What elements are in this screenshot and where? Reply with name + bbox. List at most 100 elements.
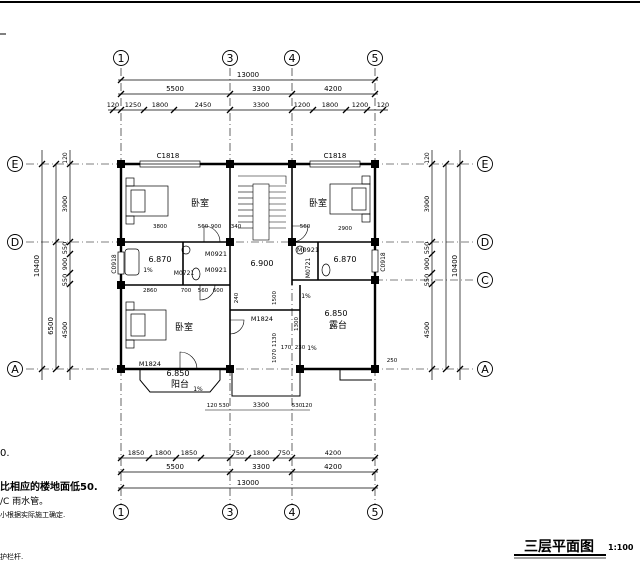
room-label-bedroom: 卧室	[191, 197, 209, 209]
balcony-outline	[139, 369, 372, 397]
balcony-dim: 120	[302, 403, 313, 409]
column	[117, 281, 125, 289]
title-text: 三层平面图	[524, 539, 594, 555]
stair-well	[252, 183, 270, 241]
dim-bottom-detail: 1800	[253, 449, 270, 457]
windows	[117, 160, 379, 275]
dim-top-detail: 1200	[294, 101, 311, 109]
elevation: 6.870	[334, 255, 357, 264]
dim-right-seg: 900	[423, 258, 431, 270]
note-line: 0.	[0, 448, 10, 459]
dim-top-detail: 3300	[253, 101, 270, 109]
bed-pillow	[130, 313, 146, 337]
axis-bubble-left-D	[7, 234, 23, 250]
washbasin	[295, 245, 305, 255]
room-label-balcony: 阳台	[171, 378, 189, 390]
balcony-dimension-texts: 120 530 3300 530 120	[207, 401, 313, 409]
axis-label-right-E: E	[482, 158, 489, 171]
nightstand	[361, 175, 371, 185]
dim-top-detail: 1250	[125, 101, 142, 109]
bed-northwest	[125, 185, 169, 217]
right-dimension-lines	[428, 150, 464, 380]
note-line: 比相应的楼地面低50.	[0, 482, 98, 493]
bottom-dimension-texts: 1850 1800 1850 750 1800 750 4200 5500 33…	[128, 449, 342, 487]
interior-dim: 600	[213, 288, 224, 294]
dim-bottom-detail: 4200	[325, 449, 342, 457]
column	[226, 365, 234, 373]
exterior-walls	[119, 162, 377, 371]
door-swing	[291, 225, 309, 243]
elevation: 6.850	[325, 309, 348, 318]
slope-mark: 1%	[301, 293, 311, 300]
interior-dim: 230	[295, 345, 306, 351]
door-tag: M0921	[205, 250, 227, 258]
balcony-east	[339, 369, 372, 381]
axis-label-bottom-4: 4	[289, 506, 296, 519]
door-swing	[199, 284, 216, 301]
interior-walls	[121, 164, 375, 369]
window-tag: C1818	[324, 152, 347, 160]
dim-left-group: 6500	[47, 317, 55, 335]
dim-bottom-detail: 750	[232, 449, 244, 457]
dim-top-span: 3300	[252, 85, 270, 93]
interior-dim: 250	[387, 358, 398, 364]
grid-bubbles: 1 3 4 5 1 3 4 5 E D A E D C A	[7, 50, 493, 520]
axis-bubble-right-C	[477, 272, 493, 288]
slope-labels: 1% 1% 1% 1%	[143, 267, 317, 393]
axis-bubble-left-E	[7, 156, 23, 172]
dim-top-detail: 1800	[322, 101, 339, 109]
dim-left-seg: 4500	[61, 322, 69, 339]
washbasin	[181, 245, 191, 255]
dim-right-group: 10400	[451, 255, 459, 277]
furniture	[124, 175, 371, 349]
bed-pillow	[130, 189, 146, 213]
left-dimension-texts: 3900 550 900 550 4500 10400 6500 120	[33, 152, 69, 338]
door-tag: M0721	[305, 258, 312, 279]
dim-right-seg: 550	[423, 274, 431, 286]
axis-bubble-bottom-5	[367, 504, 383, 520]
dim-left-seg: 900	[61, 258, 69, 270]
axis-label-left-D: D	[11, 236, 19, 249]
interior-dim: 170	[281, 345, 292, 351]
slope-mark: 1%	[143, 267, 153, 274]
door-tag: M0921	[297, 246, 319, 254]
balcony-dim: 120	[207, 403, 218, 409]
interior-dim: 240	[234, 292, 240, 303]
dim-bottom-detail: 1800	[155, 449, 172, 457]
axis-bubble-bottom-1	[113, 504, 129, 520]
elevation: 6.870	[149, 255, 172, 264]
nightstand	[125, 339, 135, 349]
dim-bottom-detail: 1850	[181, 449, 198, 457]
interior-dim: 2860	[143, 288, 157, 294]
dim-right-seg: 3900	[423, 196, 431, 213]
bed-northeast	[329, 183, 371, 215]
axis-label-top-5: 5	[372, 52, 379, 65]
column	[117, 365, 125, 373]
axis-bubble-bottom-4	[284, 504, 300, 520]
dim-top-span: 4200	[324, 85, 342, 93]
balcony-west	[139, 369, 221, 393]
interior-dim: 560	[198, 288, 209, 294]
interior-dim: 900	[211, 224, 222, 230]
axis-label-bottom-5: 5	[372, 506, 379, 519]
room-label-terrace: 露台	[329, 319, 347, 331]
nightstand	[125, 301, 135, 311]
interior-dim: 560	[300, 224, 311, 230]
balcony-dim: 3300	[253, 401, 270, 409]
elevation-labels: 6.870 6.900 6.870 6.850 6.850	[149, 255, 357, 378]
top-dimension-lines	[108, 76, 388, 114]
column	[371, 365, 379, 373]
dim-left-seg: 550	[61, 242, 69, 254]
dim-top-detail: 1800	[152, 101, 169, 109]
grid-lines	[26, 68, 475, 504]
axis-label-bottom-1: 1	[118, 506, 125, 519]
dim-bottom-span: 4200	[324, 463, 342, 471]
note-line: 小根据实际施工确定.	[0, 511, 66, 519]
door-swing	[203, 225, 221, 243]
door-tag: M0721	[174, 270, 195, 277]
axis-label-top-3: 3	[227, 52, 234, 65]
axis-bubble-top-4	[284, 50, 300, 66]
dim-top-detail: 1200	[352, 101, 369, 109]
bottom-dimension-lines	[117, 454, 379, 492]
